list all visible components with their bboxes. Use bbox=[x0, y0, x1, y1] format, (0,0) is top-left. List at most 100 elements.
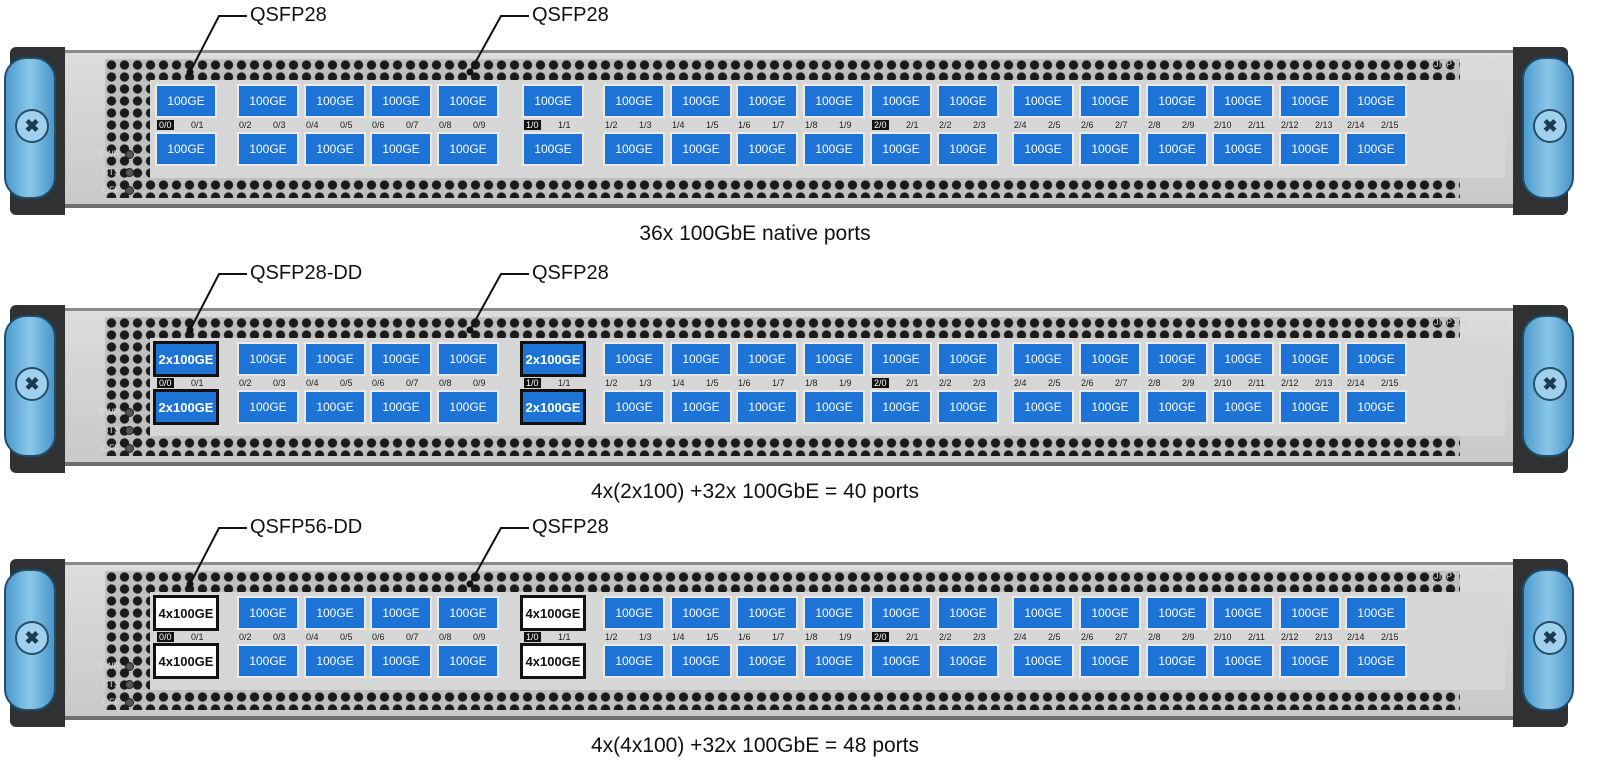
port-100ge[interactable]: 100GE bbox=[1279, 644, 1341, 678]
port-100ge[interactable]: 100GE bbox=[937, 390, 999, 424]
port-100ge[interactable]: 100GE bbox=[1279, 132, 1341, 166]
port-double-density[interactable]: 4x100GE bbox=[520, 595, 586, 631]
port-100ge[interactable]: 100GE bbox=[1012, 342, 1074, 376]
port-100ge[interactable]: 100GE bbox=[603, 644, 665, 678]
ejector-handle[interactable]: ✖ bbox=[1522, 57, 1574, 199]
port-100ge[interactable]: 100GE bbox=[1146, 596, 1208, 630]
port-100ge[interactable]: 100GE bbox=[803, 390, 865, 424]
port-double-density[interactable]: 4x100GE bbox=[153, 643, 219, 679]
port-100ge[interactable]: 100GE bbox=[670, 390, 732, 424]
port-double-density[interactable]: 2x100GE bbox=[153, 341, 219, 377]
port-100ge[interactable]: 100GE bbox=[803, 342, 865, 376]
port-100ge[interactable]: 100GE bbox=[870, 390, 932, 424]
port-100ge[interactable]: 100GE bbox=[370, 644, 432, 678]
port-100ge[interactable]: 100GE bbox=[370, 342, 432, 376]
port-100ge[interactable]: 100GE bbox=[603, 596, 665, 630]
port-100ge[interactable]: 100GE bbox=[1345, 596, 1407, 630]
port-100ge[interactable]: 100GE bbox=[1279, 596, 1341, 630]
port-100ge[interactable]: 100GE bbox=[437, 132, 499, 166]
port-100ge[interactable]: 100GE bbox=[370, 596, 432, 630]
port-100ge[interactable]: 100GE bbox=[1012, 644, 1074, 678]
port-100ge[interactable]: 100GE bbox=[736, 390, 798, 424]
port-100ge[interactable]: 100GE bbox=[237, 596, 299, 630]
port-100ge[interactable]: 100GE bbox=[736, 596, 798, 630]
port-100ge[interactable]: 100GE bbox=[1212, 644, 1274, 678]
ejector-handle[interactable]: ✖ bbox=[1522, 315, 1574, 457]
port-100ge[interactable]: 100GE bbox=[437, 342, 499, 376]
port-100ge[interactable]: 100GE bbox=[237, 342, 299, 376]
port-100ge[interactable]: 100GE bbox=[1279, 84, 1341, 118]
port-double-density[interactable]: 4x100GE bbox=[520, 643, 586, 679]
port-100ge[interactable]: 100GE bbox=[155, 132, 217, 166]
port-100ge[interactable]: 100GE bbox=[1345, 390, 1407, 424]
port-100ge[interactable]: 100GE bbox=[736, 132, 798, 166]
port-100ge[interactable]: 100GE bbox=[803, 132, 865, 166]
port-100ge[interactable]: 100GE bbox=[603, 342, 665, 376]
port-100ge[interactable]: 100GE bbox=[237, 132, 299, 166]
port-100ge[interactable]: 100GE bbox=[803, 596, 865, 630]
port-100ge[interactable]: 100GE bbox=[736, 644, 798, 678]
port-100ge[interactable]: 100GE bbox=[1079, 596, 1141, 630]
port-100ge[interactable]: 100GE bbox=[803, 84, 865, 118]
port-100ge[interactable]: 100GE bbox=[437, 596, 499, 630]
port-100ge[interactable]: 100GE bbox=[304, 390, 366, 424]
port-double-density[interactable]: 2x100GE bbox=[520, 341, 586, 377]
port-100ge[interactable]: 100GE bbox=[1012, 84, 1074, 118]
port-100ge[interactable]: 100GE bbox=[1079, 84, 1141, 118]
port-100ge[interactable]: 100GE bbox=[237, 84, 299, 118]
ejector-handle[interactable]: ✖ bbox=[4, 315, 56, 457]
port-100ge[interactable]: 100GE bbox=[522, 84, 584, 118]
port-100ge[interactable]: 100GE bbox=[237, 390, 299, 424]
ejector-handle[interactable]: ✖ bbox=[4, 569, 56, 711]
port-100ge[interactable]: 100GE bbox=[937, 84, 999, 118]
port-100ge[interactable]: 100GE bbox=[304, 342, 366, 376]
port-100ge[interactable]: 100GE bbox=[870, 596, 932, 630]
port-100ge[interactable]: 100GE bbox=[736, 84, 798, 118]
port-100ge[interactable]: 100GE bbox=[370, 84, 432, 118]
port-100ge[interactable]: 100GE bbox=[937, 596, 999, 630]
port-100ge[interactable]: 100GE bbox=[603, 84, 665, 118]
port-100ge[interactable]: 100GE bbox=[1079, 342, 1141, 376]
port-100ge[interactable]: 100GE bbox=[1146, 84, 1208, 118]
port-100ge[interactable]: 100GE bbox=[1079, 644, 1141, 678]
port-100ge[interactable]: 100GE bbox=[1012, 390, 1074, 424]
port-100ge[interactable]: 100GE bbox=[1279, 342, 1341, 376]
port-double-density[interactable]: 2x100GE bbox=[520, 389, 586, 425]
port-100ge[interactable]: 100GE bbox=[670, 84, 732, 118]
port-100ge[interactable]: 100GE bbox=[304, 84, 366, 118]
port-100ge[interactable]: 100GE bbox=[1146, 390, 1208, 424]
ejector-handle[interactable]: ✖ bbox=[1522, 569, 1574, 711]
port-100ge[interactable]: 100GE bbox=[1212, 132, 1274, 166]
port-100ge[interactable]: 100GE bbox=[304, 644, 366, 678]
port-100ge[interactable]: 100GE bbox=[1079, 390, 1141, 424]
port-100ge[interactable]: 100GE bbox=[870, 644, 932, 678]
ejector-handle[interactable]: ✖ bbox=[4, 57, 56, 199]
port-100ge[interactable]: 100GE bbox=[437, 390, 499, 424]
port-100ge[interactable]: 100GE bbox=[1345, 132, 1407, 166]
port-100ge[interactable]: 100GE bbox=[1212, 390, 1274, 424]
port-100ge[interactable]: 100GE bbox=[1146, 644, 1208, 678]
port-100ge[interactable]: 100GE bbox=[1212, 342, 1274, 376]
port-100ge[interactable]: 100GE bbox=[370, 132, 432, 166]
port-100ge[interactable]: 100GE bbox=[870, 342, 932, 376]
port-double-density[interactable]: 4x100GE bbox=[153, 595, 219, 631]
port-100ge[interactable]: 100GE bbox=[1146, 132, 1208, 166]
port-100ge[interactable]: 100GE bbox=[1345, 84, 1407, 118]
port-100ge[interactable]: 100GE bbox=[603, 390, 665, 424]
port-100ge[interactable]: 100GE bbox=[155, 84, 217, 118]
port-100ge[interactable]: 100GE bbox=[736, 342, 798, 376]
port-100ge[interactable]: 100GE bbox=[603, 132, 665, 166]
port-100ge[interactable]: 100GE bbox=[870, 132, 932, 166]
port-100ge[interactable]: 100GE bbox=[670, 342, 732, 376]
port-100ge[interactable]: 100GE bbox=[522, 132, 584, 166]
port-100ge[interactable]: 100GE bbox=[1345, 644, 1407, 678]
port-100ge[interactable]: 100GE bbox=[1212, 596, 1274, 630]
port-100ge[interactable]: 100GE bbox=[937, 132, 999, 166]
port-100ge[interactable]: 100GE bbox=[1079, 132, 1141, 166]
port-100ge[interactable]: 100GE bbox=[370, 390, 432, 424]
port-100ge[interactable]: 100GE bbox=[437, 644, 499, 678]
port-100ge[interactable]: 100GE bbox=[304, 596, 366, 630]
port-100ge[interactable]: 100GE bbox=[1212, 84, 1274, 118]
port-100ge[interactable]: 100GE bbox=[237, 644, 299, 678]
port-100ge[interactable]: 100GE bbox=[870, 84, 932, 118]
